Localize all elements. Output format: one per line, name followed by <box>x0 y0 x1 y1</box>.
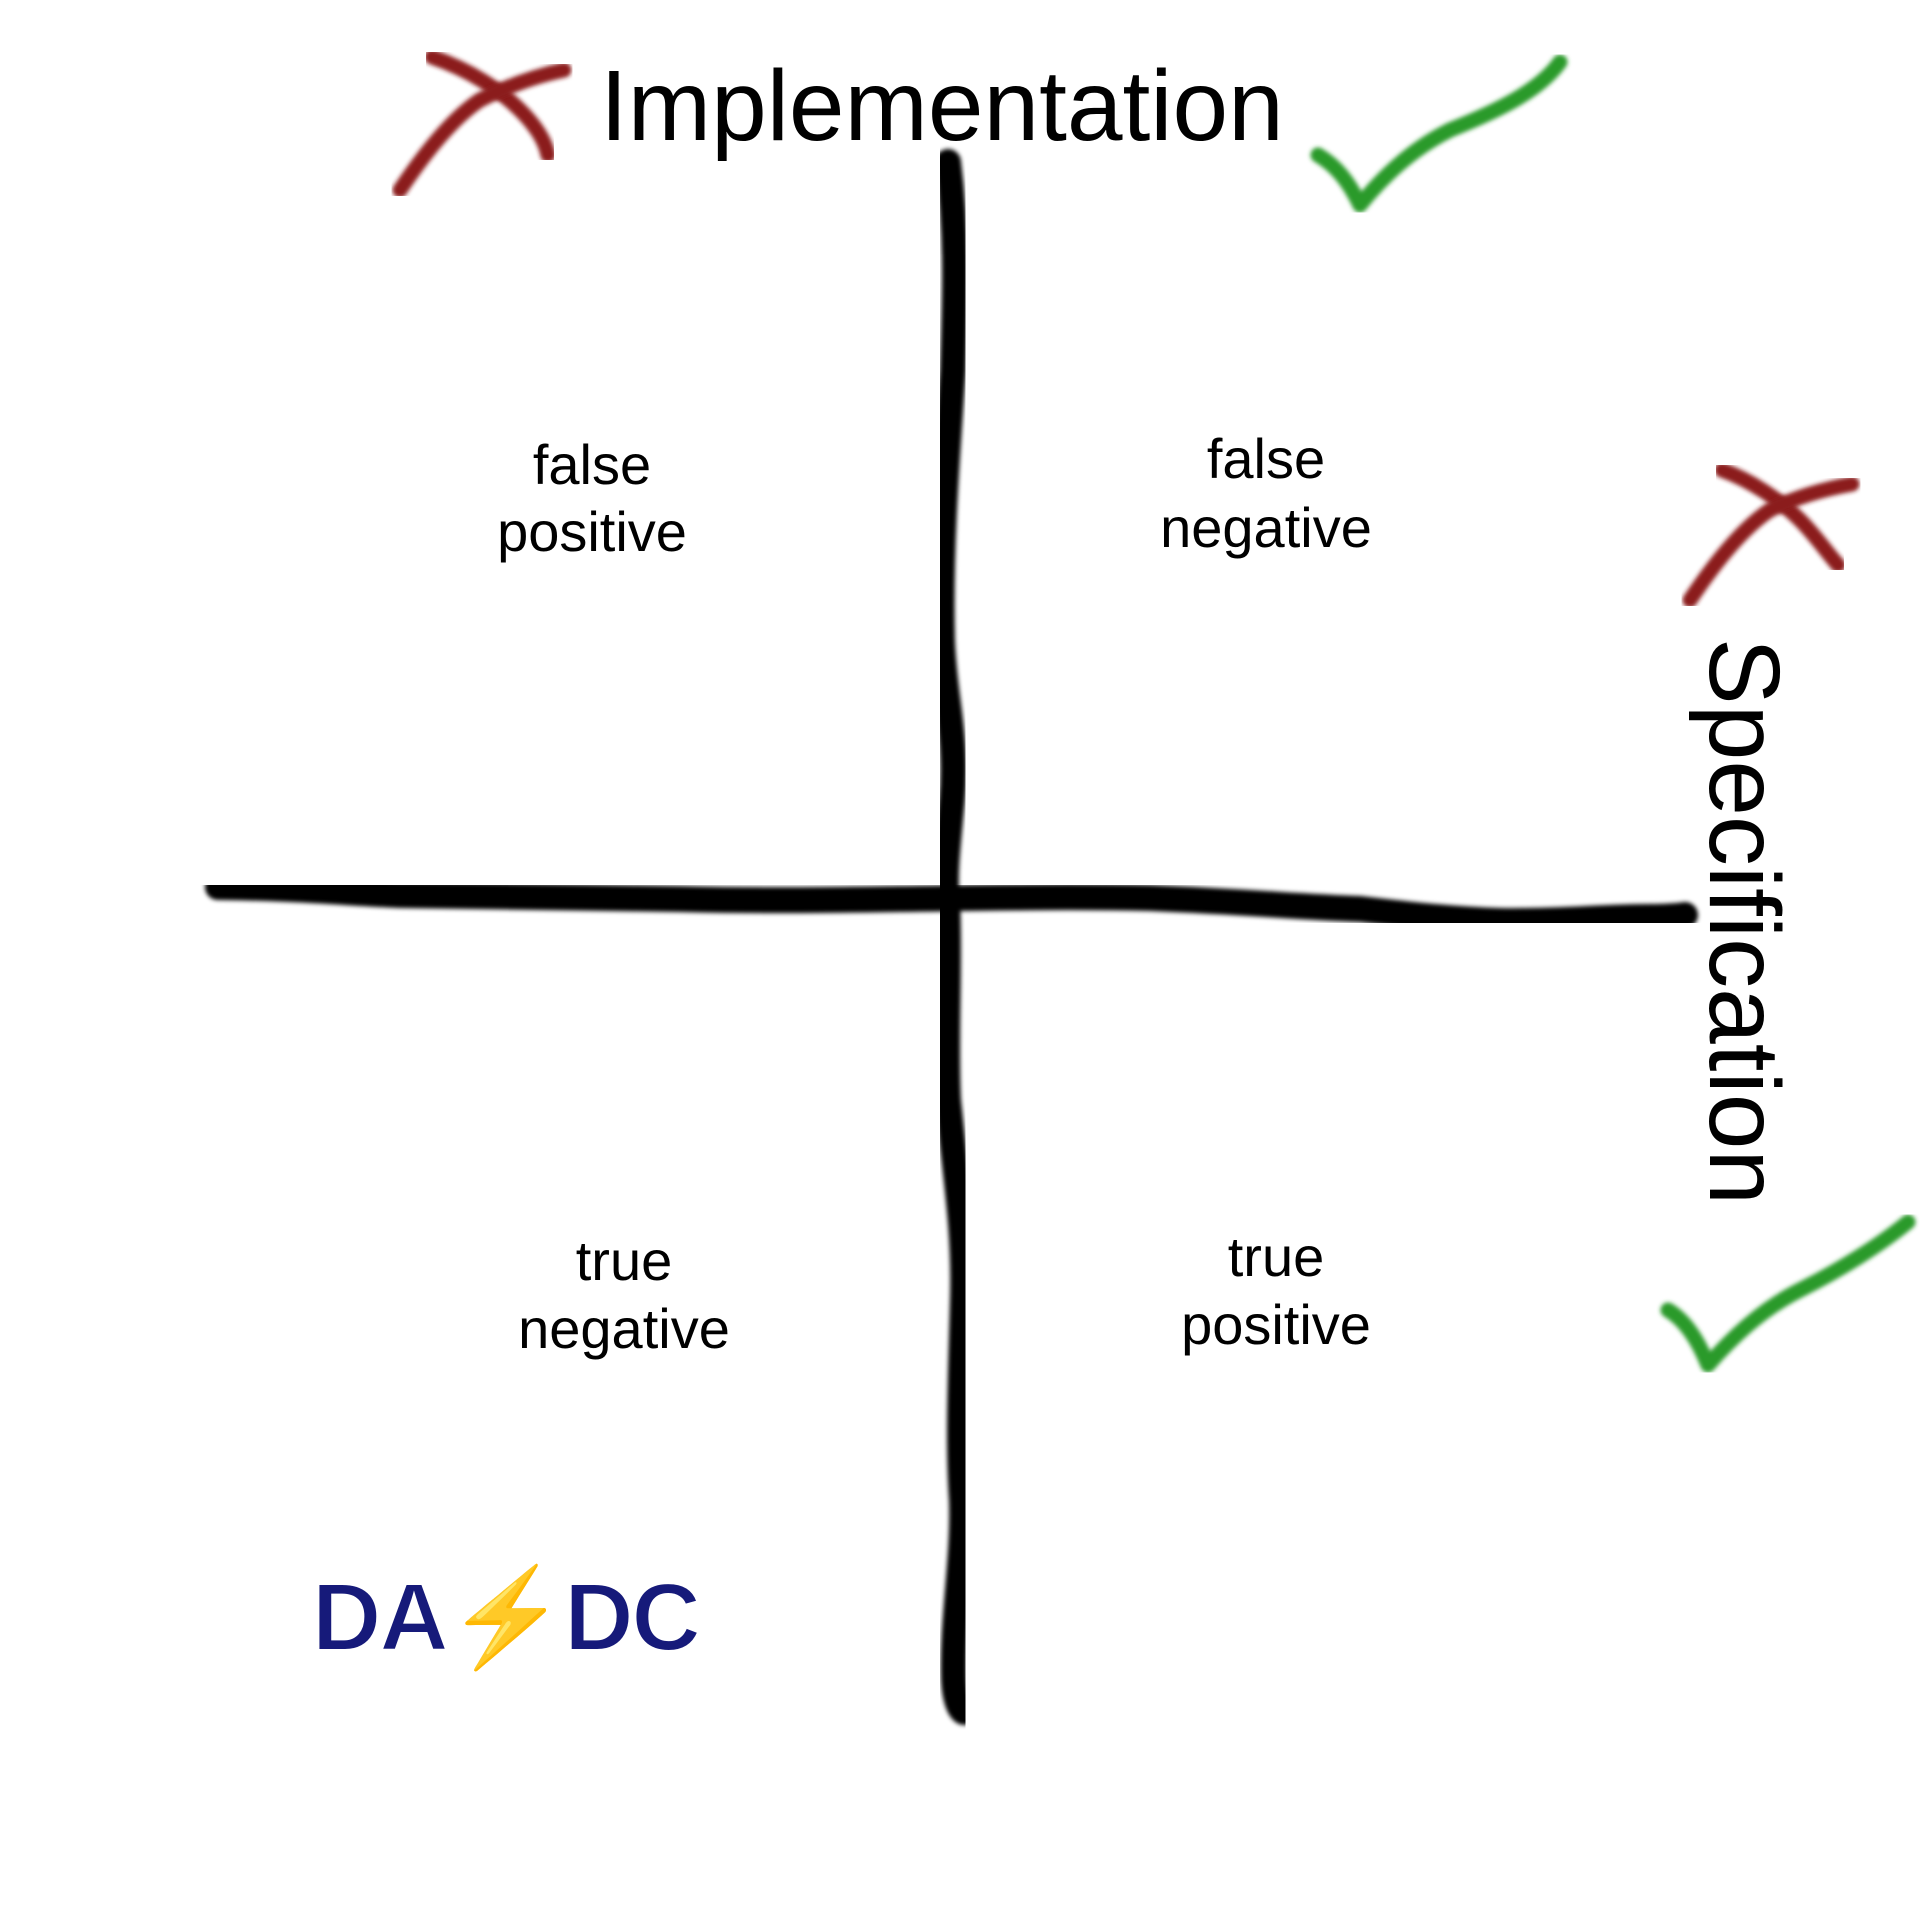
quadrant-bottom-right-line1: true <box>1228 1225 1325 1288</box>
quadrant-top-right-line1: false <box>1207 427 1325 490</box>
quadrant-top-right-line2: negative <box>1160 496 1372 559</box>
implementation-check-mark-icon <box>1310 54 1568 213</box>
quadrant-bottom-right-line2: positive <box>1181 1293 1371 1356</box>
quadrant-bottom-left-line1: true <box>576 1229 673 1292</box>
specification-check-mark-icon <box>1660 1214 1916 1373</box>
implementation-cross-mark-icon <box>392 49 572 198</box>
dadc-logo: DA⚡DC <box>312 1563 699 1674</box>
quadrant-top-left-line1: false <box>533 433 651 496</box>
quadrant-bottom-left-line2: negative <box>518 1297 730 1360</box>
specification-cross-mark-icon <box>1682 462 1860 608</box>
horizontal-axis <box>205 874 1698 935</box>
vertical-axis <box>928 149 977 1725</box>
implementation-label: Implementation <box>600 50 1284 162</box>
specification-label: Specification <box>1688 638 1800 1205</box>
quadrant-top-left-line2: positive <box>497 500 687 563</box>
